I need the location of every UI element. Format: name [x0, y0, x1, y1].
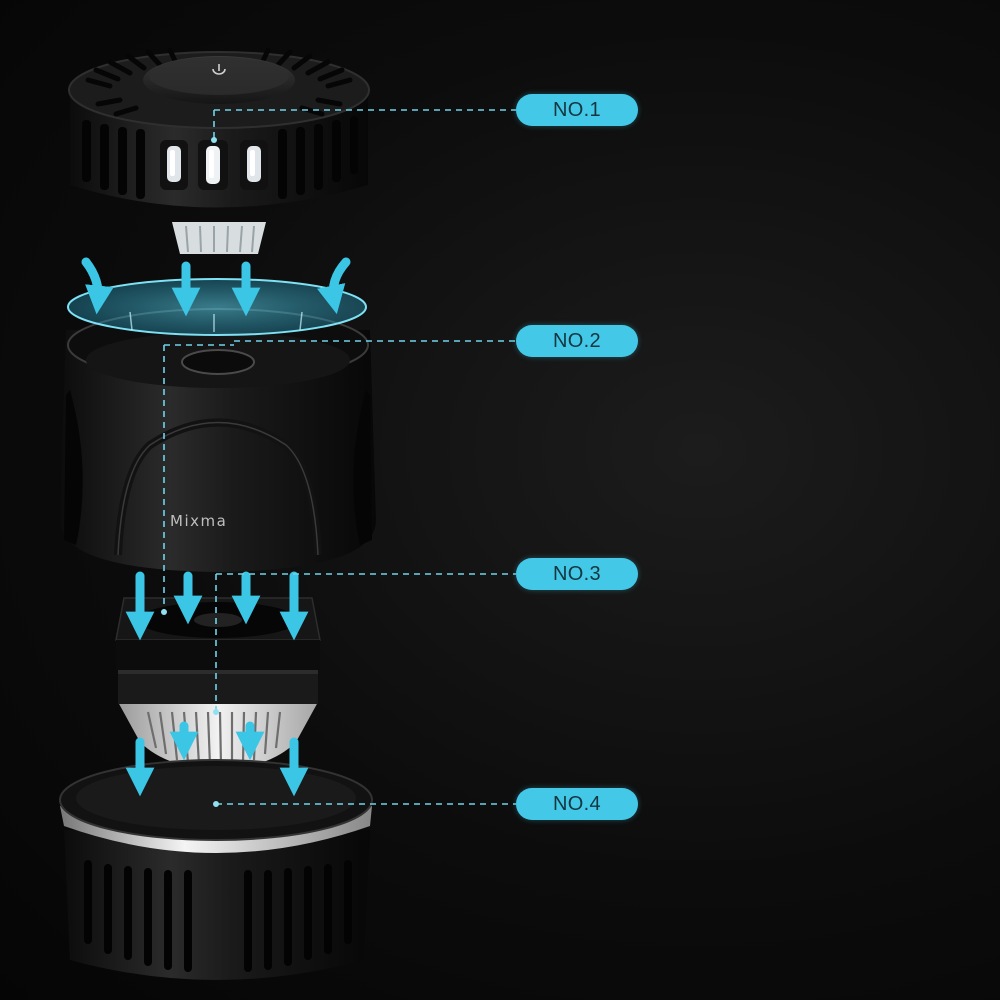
brand-logo: Mixma — [170, 512, 228, 530]
callout-label-no2: NO.2 — [516, 325, 638, 357]
part-top-cover — [68, 47, 370, 254]
airflow-arrows — [81, 257, 351, 797]
part-fan-module — [115, 597, 321, 770]
callout-label-no1: NO.1 — [516, 94, 638, 126]
callout-label-no4: NO.4 — [516, 788, 638, 820]
leader-dots — [161, 137, 219, 807]
callout-label-no3: NO.3 — [516, 558, 638, 590]
part-collection-base — [59, 759, 373, 980]
power-icon — [212, 64, 226, 75]
leader-lines — [163, 109, 516, 805]
part-main-body — [60, 278, 376, 572]
